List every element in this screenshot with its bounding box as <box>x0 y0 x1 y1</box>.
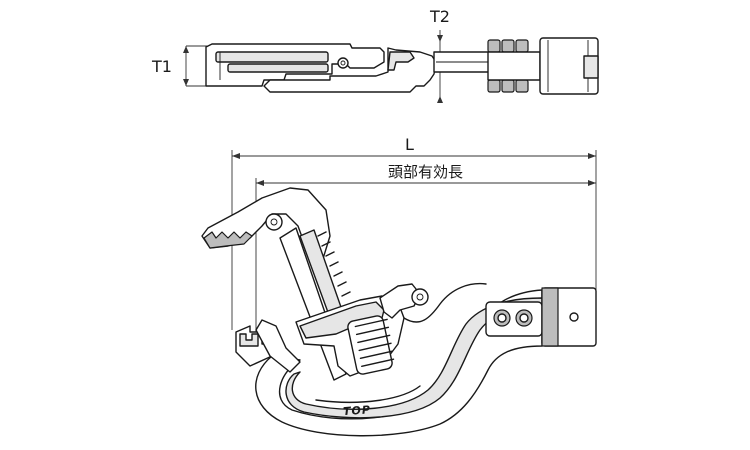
top-bolt-6 <box>515 79 529 93</box>
top-bolt-4 <box>487 79 501 93</box>
l-arrow-right <box>588 153 596 159</box>
top-bolt-5 <box>501 79 515 93</box>
upper-lever <box>379 283 421 319</box>
lower-jaw-arm <box>255 319 301 373</box>
upper-pivot-pin <box>265 213 283 231</box>
t1-arrow-bottom <box>183 79 189 86</box>
top-bolt-2 <box>501 39 515 53</box>
head-length-arrow-left <box>256 180 264 186</box>
head-length-arrow-right <box>588 180 596 186</box>
upper-lever-pin-center <box>416 293 424 301</box>
head-slot-upper <box>215 51 329 63</box>
upper-jaw-teeth <box>203 231 253 249</box>
l-label: L <box>405 135 414 154</box>
upper-pivot-pin-center <box>270 218 278 226</box>
top-handle-plate <box>487 51 541 81</box>
side-end-cap-hole <box>569 312 579 322</box>
side-end-cap-band <box>541 287 559 347</box>
side-view: TOP <box>201 187 597 437</box>
t2-arrow-top <box>437 35 443 42</box>
handle-inner-line <box>315 385 421 404</box>
t2-label: T2 <box>429 7 450 26</box>
t1-arrow-top <box>183 46 189 53</box>
l-arrow-left <box>232 153 240 159</box>
head-slot-lower <box>227 63 329 73</box>
head-to-handle-contour <box>403 282 487 323</box>
lower-jaw-teeth <box>239 333 259 347</box>
top-pivot-pin-center <box>340 60 346 66</box>
end-cap-slot <box>583 55 599 79</box>
top-pivot-pin <box>337 57 349 69</box>
rack-teeth <box>317 231 351 297</box>
side-bolt-1-center <box>497 313 507 323</box>
side-bolt-2-center <box>519 313 529 323</box>
top-bolt-1 <box>487 39 501 53</box>
top-view: T1 T2 <box>151 7 599 103</box>
top-bolt-3 <box>515 39 529 53</box>
brand-logo: TOP <box>343 403 372 418</box>
t2-arrow-bottom <box>437 96 443 103</box>
t1-label: T1 <box>151 57 172 76</box>
knurled-nut-ridges <box>354 318 395 368</box>
top-hook <box>387 51 415 71</box>
head-effective-length-label: 頭部有効長 <box>388 163 463 181</box>
upper-lever-pin <box>411 288 429 306</box>
knurled-nut <box>347 315 393 375</box>
